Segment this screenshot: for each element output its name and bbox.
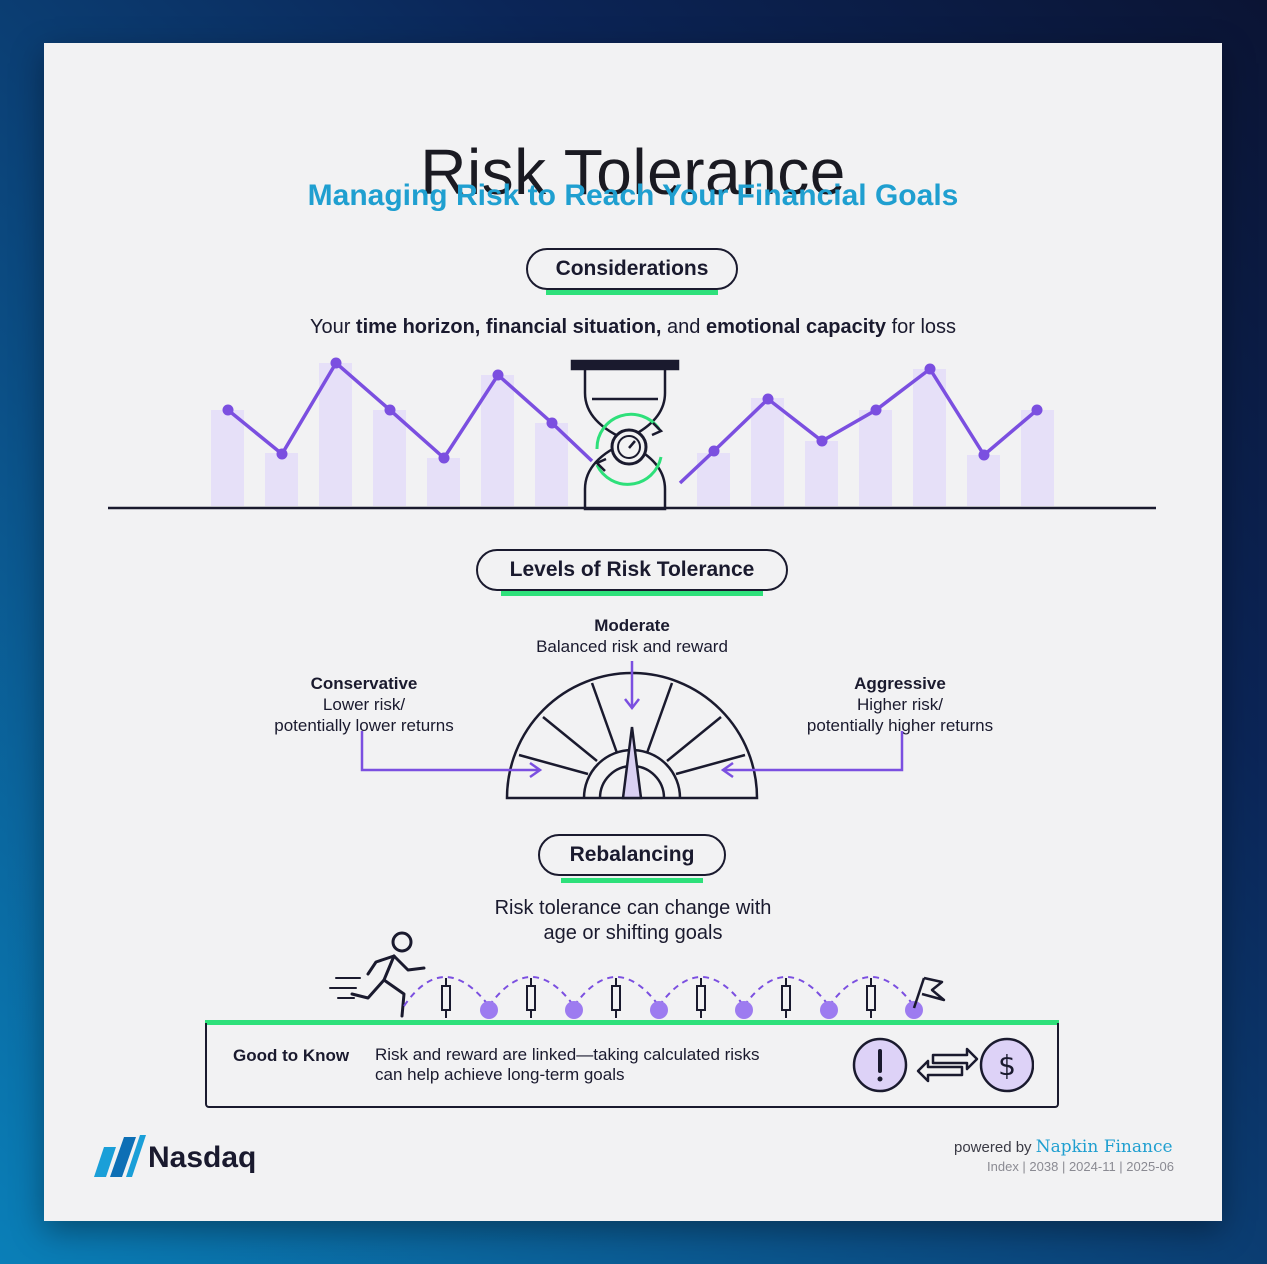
arrow-indicators xyxy=(360,661,904,779)
page-subtitle: Managing Risk to Reach Your Financial Go… xyxy=(307,179,959,212)
nasdaq-brand: Nasdaq xyxy=(148,1141,257,1174)
infographic-card: Risk Tolerance Managing Risk to Reach Yo… xyxy=(44,43,1222,1221)
rebalancing-illustration xyxy=(329,931,946,1019)
gauge-refresh-icon xyxy=(594,412,664,486)
bar xyxy=(913,369,946,506)
trend-line-right xyxy=(678,366,1039,485)
good-to-know-title: Good to Know xyxy=(233,1046,350,1065)
bar xyxy=(805,441,838,506)
rebalancing-text: Risk tolerance can change with age or sh… xyxy=(494,897,772,944)
considerations-label: Considerations xyxy=(555,257,709,280)
bar xyxy=(265,453,298,506)
levels-label: Levels of Risk Tolerance xyxy=(509,558,755,581)
bar xyxy=(319,363,352,506)
bar xyxy=(751,398,784,506)
risk-gauge-icon xyxy=(505,671,759,800)
bar xyxy=(373,410,406,506)
bar xyxy=(481,375,514,506)
considerations-pill: Considerations xyxy=(526,248,738,290)
rebalancing-label: Rebalancing xyxy=(569,843,695,866)
powered-by: powered by Napkin Finance xyxy=(954,1137,1173,1157)
exclamation-icon xyxy=(852,1037,908,1093)
exchange-arrows-icon xyxy=(916,1047,979,1083)
hop-dots xyxy=(480,1001,923,1019)
good-to-know-box xyxy=(205,1023,1059,1108)
considerations-underline xyxy=(546,290,718,295)
moderate-label: Moderate Balanced risk and reward xyxy=(536,616,728,656)
bar xyxy=(535,423,568,506)
bar xyxy=(427,458,460,506)
trend-points xyxy=(222,357,1043,464)
bar xyxy=(967,455,1000,506)
runner-icon xyxy=(329,931,426,1018)
levels-pill: Levels of Risk Tolerance xyxy=(476,549,788,591)
nasdaq-logo-icon xyxy=(94,1135,146,1177)
trend-line-left xyxy=(226,360,594,463)
good-to-know-topline xyxy=(205,1020,1059,1025)
levels-underline xyxy=(501,591,763,596)
considerations-illustration xyxy=(108,357,1156,511)
risk-gauge-illustration xyxy=(360,661,904,800)
conservative-label: Conservative Lower risk/ potentially low… xyxy=(274,674,454,735)
svg-text:$: $ xyxy=(998,1049,1016,1082)
napkin-finance-brand: Napkin Finance xyxy=(1035,1137,1173,1157)
good-to-know-icons: $ xyxy=(852,1037,1034,1093)
considerations-text: Your time horizon, financial situation, … xyxy=(309,316,957,338)
rebalancing-pill: Rebalancing xyxy=(538,834,726,876)
aggressive-label: Aggressive Higher risk/ potentially high… xyxy=(806,674,994,735)
page-title: Risk Tolerance xyxy=(420,136,846,208)
rebalancing-underline xyxy=(561,878,703,883)
bar xyxy=(1021,410,1054,506)
bar-group xyxy=(211,363,1054,506)
bar xyxy=(211,410,244,506)
index-code: Index | 2038 | 2024-11 | 2025-06 xyxy=(987,1159,1174,1174)
good-to-know-text: Risk and reward are linked—taking calcul… xyxy=(375,1045,760,1084)
flag-icon xyxy=(912,976,946,1009)
dollar-icon: $ xyxy=(979,1037,1034,1093)
candlestick-icons xyxy=(441,978,876,1018)
hop-arcs xyxy=(403,976,915,1007)
bar xyxy=(859,410,892,506)
